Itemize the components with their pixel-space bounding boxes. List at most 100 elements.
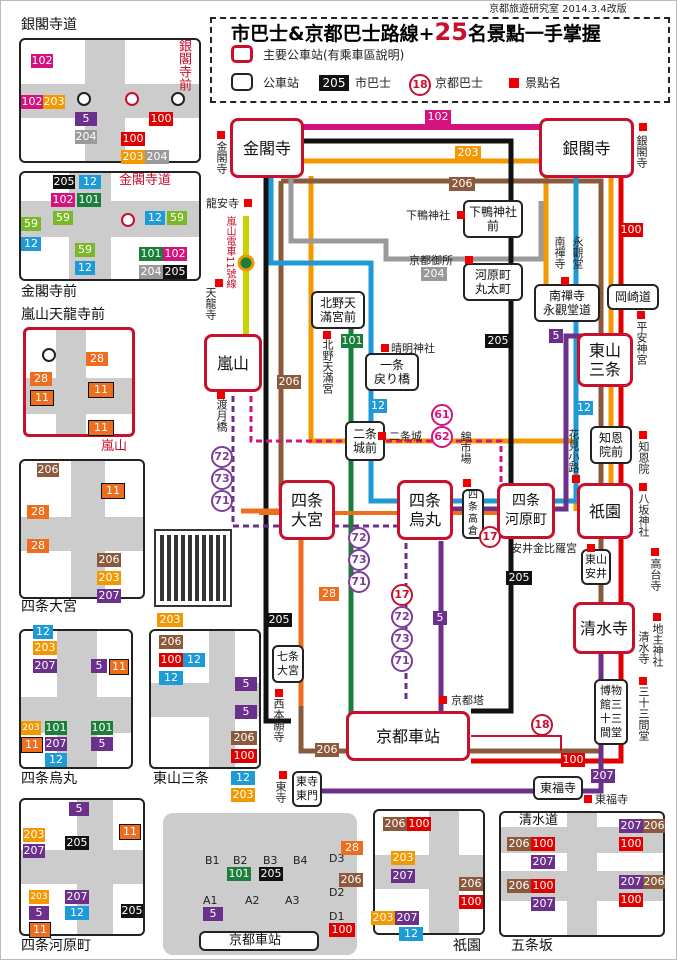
title-part2: 名景點一手掌握 [467,23,601,45]
station-gion[interactable]: 祇園 [577,483,633,539]
ginkakumichi-204: 204 [75,130,97,144]
station-kinkakuji[interactable]: 金閣寺 [230,118,304,178]
gojozaka-100c: 100 [531,879,555,893]
inset-sub-kiyomizumichi: 清水道 [519,813,559,828]
higashiyama-12a: 12 [183,653,205,667]
platform-d1: D1 [329,910,345,923]
shijo-omiya-11: 11 [101,483,125,499]
sight-nijo-castle-mark [378,432,386,440]
shijo-karasuma-101b: 101 [91,721,113,735]
route-12-line [268,176,579,504]
arashiyama-11a: 11 [30,390,54,406]
kyoto-station-28: 28 [341,841,363,855]
kyoto-bus-73-west: 73 [211,468,233,490]
sight-heian-mark [637,311,645,319]
station-shijo-omiya[interactable]: 四条 大宮 [279,480,335,540]
sight-ryoanji: 龍安寺 [206,197,239,210]
inset-sub-shijo-karasuma: 四条烏丸 [21,771,77,787]
higashiyama-100: 100 [159,653,183,667]
sight-yasaka-mark [639,483,647,491]
sight-tower-mark [439,696,447,704]
kyoto-bus-72-mid: 72 [348,527,370,549]
kinkakumichi-stop-pin [121,213,135,227]
road-v [567,813,597,935]
sight-nanzen-mark [561,277,569,285]
randen-station-dot [237,254,255,272]
sight-kiyomizu: 清水寺 [637,631,650,664]
inset-gojozaka: 清水道 207 206 100 206 100 207 206 100 207 … [499,811,665,937]
higashiyama-206b: 206 [231,731,257,745]
platform-b2: B2 [233,854,248,867]
station-shijo-karasuma[interactable]: 四条 烏丸 [397,480,453,540]
stop-chionin[interactable]: 知恩 院前 [590,426,632,464]
stop-shijo-takakura[interactable]: 四条 高倉 [462,489,484,539]
gojozaka-100a: 100 [619,837,643,851]
stop-kawaramachi-marutamachi[interactable]: 河原町 丸太町 [463,263,523,301]
stop-shimogamo[interactable]: 下鴨神社 前 [463,200,523,238]
station-kyoto[interactable]: 京都車站 [346,711,470,761]
station-kiyomizu[interactable]: 清水寺 [573,602,635,654]
gion-12: 12 [399,927,423,941]
station-building [199,931,319,951]
kawaramachi-207a: 207 [23,844,45,858]
sight-togetsu-mark [217,391,225,399]
sight-chionin: 知恩院 [637,441,650,474]
station-arashiyama[interactable]: 嵐山 [204,334,262,392]
gion-100a: 100 [407,817,431,831]
stop-shichijo[interactable]: 七条 大宮 [272,645,304,683]
stop-tofukuji[interactable]: 東福寺 [533,776,583,800]
sight-kodaiji-mark [651,548,659,556]
shijo-karasuma-203a: 203 [33,641,57,655]
kinkakumichi-59b: 59 [53,211,73,225]
sight-tower: 京都塔 [451,694,484,707]
badge-205-west: 205 [266,613,292,627]
kyoto-bus-72-west: 72 [211,446,233,468]
badge-206-south: 206 [315,743,339,757]
higashiyama-5b: 5 [235,705,257,719]
inset-sub-gion: 祇園 [453,938,481,954]
shijo-karasuma-12: 12 [33,625,53,639]
sight-toji: 東寺 [274,781,287,803]
stop-kitano[interactable]: 北野天 滿宮前 [311,291,365,329]
ginkakumichi-stop-pin-3 [171,92,185,106]
shijo-karasuma-207a: 207 [33,659,57,673]
sight-tenryu: 天龍寺 [204,287,217,320]
gojozaka-207a: 207 [619,819,643,833]
qr-code[interactable] [154,529,232,607]
shijo-omiya-203: 203 [97,571,121,585]
inset-kinkakumichi: 205 12 102 101 59 12 59 59 12 12 59 101 … [19,171,201,281]
station-shijo-kawaramachi[interactable]: 四条 河原町 [497,483,555,539]
stop-hakubutsukan[interactable]: 博物 館三 十三 間堂 [594,679,628,745]
shijo-karasuma-5a: 5 [91,659,107,673]
badge-5-south: 5 [433,611,447,625]
inset-title-arashiyama-tenryuji: 嵐山天龍寺前 [21,307,105,323]
stop-higashiyama-yasui[interactable]: 東山 安井 [581,549,611,585]
kawaramachi-12: 12 [65,906,89,920]
kyoto-bus-17-south: 17 [391,584,413,606]
stop-ichijo[interactable]: 一条 戻り橋 [365,353,419,391]
stop-nanzenji[interactable]: 南禪寺 永觀堂道 [534,284,600,322]
gojozaka-207c: 207 [531,897,555,911]
stop-toji[interactable]: 東寺 東門 [292,771,322,807]
ginkakumichi-100a: 100 [149,112,173,126]
platform-a3: A3 [285,894,300,907]
kinkakumichi-101b: 101 [139,247,163,261]
stop-okazaki[interactable]: 岡崎道 [607,284,659,310]
title-number: 25 [434,18,468,46]
inset-sub-kinkakuji-mae: 金閣寺前 [21,284,77,300]
inset-sub-arashiyama: 嵐山 [101,439,128,454]
stop-nijo[interactable]: 二条 城前 [345,421,385,461]
shijo-karasuma-101: 101 [45,721,67,735]
inset-ginkakumichi: 102 102 203 5 204 100 100 203 204 [19,38,201,164]
station-higashiyama-sanjo[interactable]: 東山 三条 [577,333,633,387]
shijo-karasuma-5b: 5 [91,737,113,751]
sight-shimogamo: 下鴨神社 [406,209,450,222]
sight-heian: 平安神宮 [635,321,648,365]
station-ginkakuji[interactable]: 銀閣寺 [539,118,634,178]
gojozaka-100b: 100 [531,837,555,851]
shijo-omiya-206b: 206 [97,553,121,567]
gojozaka-207b: 207 [531,855,555,869]
platform-b4: B4 [293,854,308,867]
inset-sub-higashiyama-sanjo: 東山三条 [153,771,209,787]
kinkakumichi-59c: 59 [75,243,95,257]
